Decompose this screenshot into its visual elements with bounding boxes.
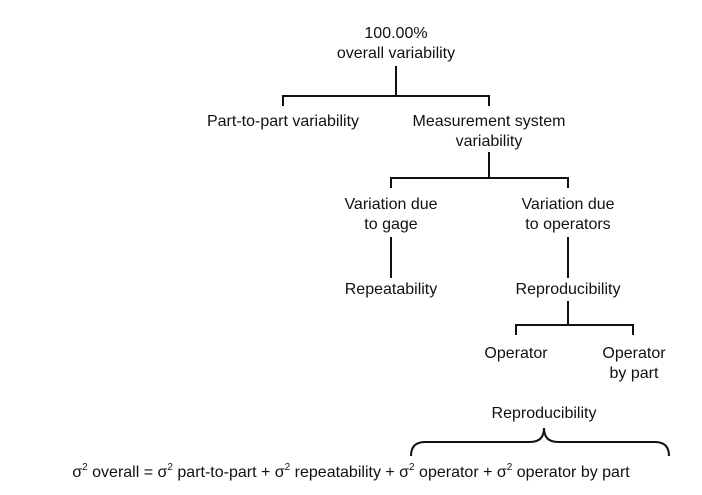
formula-sigma-5: σ (496, 464, 507, 481)
variance-formula: σ2 overall = σ2 part-to-part + σ2 repeat… (0, 462, 702, 484)
node-reproducibility-label: Reproducibility (515, 281, 621, 298)
node-operator-by-part: Operator by part (584, 344, 684, 384)
node-measurement-line2: variability (455, 133, 523, 150)
formula-sigma-1: σ (72, 464, 83, 481)
node-gage-line1: Variation due (344, 196, 438, 213)
node-overall-percent: 100.00% (364, 25, 428, 42)
formula-exp-1: 2 (82, 462, 88, 473)
node-overall-variability: 100.00% overall variability (316, 24, 476, 64)
connector-level1-bar (282, 95, 490, 106)
node-repeatability-label: Repeatability (344, 281, 438, 298)
node-part-to-part-label: Part-to-part variability (206, 113, 360, 130)
connector-level2-bar (390, 177, 569, 188)
formula-term-operator-by-part: operator by part (512, 464, 630, 481)
node-measurement-system: Measurement system variability (394, 112, 584, 152)
node-operators-line2: to operators (525, 216, 611, 233)
node-gage-line2: to gage (364, 216, 418, 233)
formula-sigma-2: σ (157, 464, 168, 481)
node-operator-by-part-line1: Operator (602, 345, 666, 362)
node-overall-label: overall variability (336, 45, 456, 62)
formula-exp-3: 2 (284, 462, 291, 473)
formula-term-operator: operator + (414, 464, 497, 481)
node-operator-label: Operator (484, 345, 548, 362)
node-operator: Operator (466, 344, 566, 364)
node-reproducibility: Reproducibility (498, 280, 638, 300)
formula-exp-4: 2 (409, 462, 415, 473)
reproducibility-brace (410, 427, 670, 457)
node-part-to-part: Part-to-part variability (183, 112, 383, 132)
brace-reproducibility-label: Reproducibility (491, 405, 597, 422)
formula-exp-5: 2 (506, 462, 513, 473)
node-variation-operators: Variation due to operators (503, 195, 633, 235)
node-repeatability: Repeatability (326, 280, 456, 300)
node-measurement-line1: Measurement system (412, 113, 566, 130)
formula-sigma-3: σ (274, 464, 285, 481)
connector-level4-bar (515, 324, 634, 335)
formula-term-repeatability: repeatability + (290, 464, 400, 481)
node-variation-gage: Variation due to gage (326, 195, 456, 235)
formula-term-overall: overall = (87, 464, 158, 481)
node-operators-line1: Variation due (521, 196, 615, 213)
formula-exp-2: 2 (167, 462, 173, 473)
formula-sigma-4: σ (399, 464, 410, 481)
node-operator-by-part-line2: by part (609, 365, 659, 382)
formula-term-part-to-part: part-to-part + (172, 464, 275, 481)
